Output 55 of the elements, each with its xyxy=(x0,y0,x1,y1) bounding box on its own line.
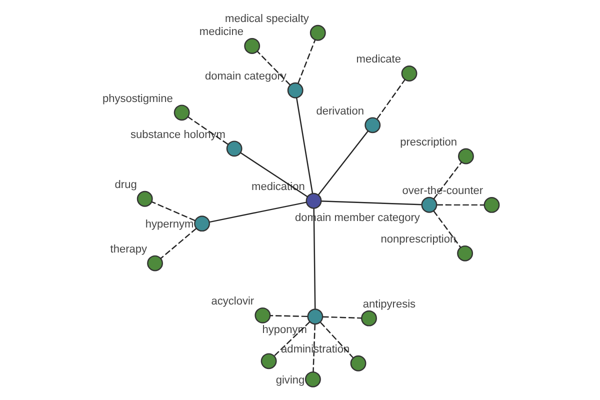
connector xyxy=(312,324,316,372)
connector xyxy=(209,202,307,223)
connector xyxy=(296,98,314,194)
connector xyxy=(257,51,290,86)
connector xyxy=(322,316,362,319)
node-circle xyxy=(304,371,321,388)
node-label: nonprescription xyxy=(380,234,456,246)
node-label: physostigmine xyxy=(102,92,173,105)
node-label: hypernym xyxy=(145,218,194,230)
node-circle xyxy=(244,38,260,54)
connector xyxy=(270,314,308,318)
connector xyxy=(274,321,310,356)
node-label: medicine xyxy=(199,26,244,38)
node-circle xyxy=(287,82,304,98)
node-circle xyxy=(307,308,324,325)
node-circle xyxy=(174,104,190,121)
node-circle xyxy=(401,66,418,82)
node-circle xyxy=(364,117,381,134)
connector xyxy=(313,208,316,309)
node-circle xyxy=(458,148,474,164)
connector xyxy=(318,130,368,196)
node-circle xyxy=(361,310,377,326)
node-circle xyxy=(194,216,210,232)
node-label: giving xyxy=(276,374,305,386)
node-label: medical specialty xyxy=(225,13,309,26)
node-circle xyxy=(310,24,326,41)
node-label: medicate xyxy=(356,54,401,66)
connector xyxy=(376,79,406,120)
connector xyxy=(320,322,354,358)
connector xyxy=(298,40,316,84)
connector xyxy=(152,201,196,222)
connector xyxy=(321,200,422,206)
node-label: drug xyxy=(114,179,137,192)
node-circle xyxy=(484,197,500,213)
node-circle xyxy=(350,355,366,372)
connector xyxy=(433,162,462,200)
node-label: derivation xyxy=(316,105,364,118)
node-circle xyxy=(260,353,277,370)
node-circle xyxy=(136,190,153,207)
connector xyxy=(160,228,197,259)
node-label: domain category xyxy=(204,70,286,83)
node-circle xyxy=(147,255,163,272)
node-label: hyponym xyxy=(262,324,307,336)
node-label: antipyresis xyxy=(362,298,416,311)
node-circle xyxy=(226,140,242,157)
node-label: prescription xyxy=(400,136,458,148)
node-circle xyxy=(421,196,438,213)
connector xyxy=(436,204,484,206)
node-circle xyxy=(306,192,322,209)
node-circle xyxy=(254,307,271,324)
node-label: therapy xyxy=(110,244,148,256)
node-label: over-the-counter xyxy=(402,185,484,198)
node-circle xyxy=(457,245,474,262)
node-label: acyclovir xyxy=(211,296,254,308)
connector xyxy=(433,210,462,248)
